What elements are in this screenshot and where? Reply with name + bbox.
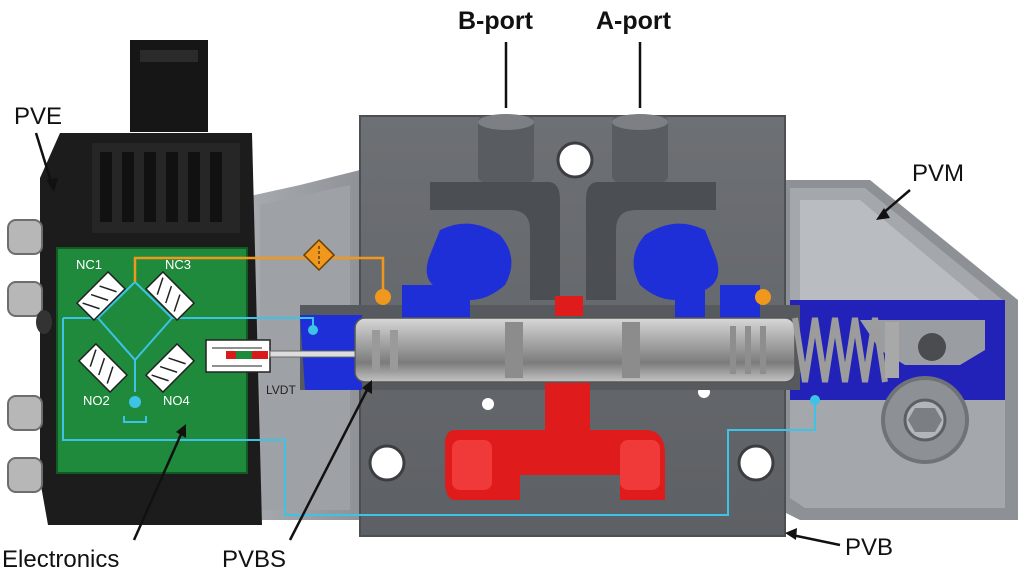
return-spring	[792, 317, 888, 383]
filter-icon	[302, 238, 336, 272]
signal-node-right	[810, 395, 820, 405]
pilot-line	[133, 256, 771, 305]
leader-arrowheads	[46, 178, 890, 540]
nc3-label: NC3	[165, 257, 192, 272]
lvdt-label: LVDT	[266, 383, 296, 397]
signal-node-left	[308, 325, 318, 335]
b-port-label: B-port	[458, 7, 533, 35]
ground-symbol-icon	[123, 396, 147, 423]
no2-label: NO2	[83, 393, 110, 408]
pvbs-label: PVBS	[222, 546, 287, 573]
leader-lines	[34, 42, 911, 547]
no4-label: NO4	[163, 393, 190, 408]
solenoid-valve-nc3	[144, 270, 196, 322]
pvm-label: PVM	[912, 160, 965, 187]
pvm-cover	[760, 180, 1018, 520]
pvb-label: PVB	[845, 534, 894, 561]
pve-label: PVE	[14, 103, 63, 130]
main-spool	[354, 317, 796, 383]
electronics-label: Electronics	[2, 546, 120, 573]
a-port-label: A-port	[596, 7, 671, 35]
pressure-channels	[445, 296, 665, 500]
lvdt-sensor	[205, 339, 356, 373]
nc1-label: NC1	[76, 257, 103, 272]
solenoid-valve-nc1	[75, 270, 127, 322]
spring-seat	[885, 322, 899, 378]
solenoid-valve-no4	[144, 342, 196, 394]
solenoid-valve-no2	[77, 342, 129, 394]
